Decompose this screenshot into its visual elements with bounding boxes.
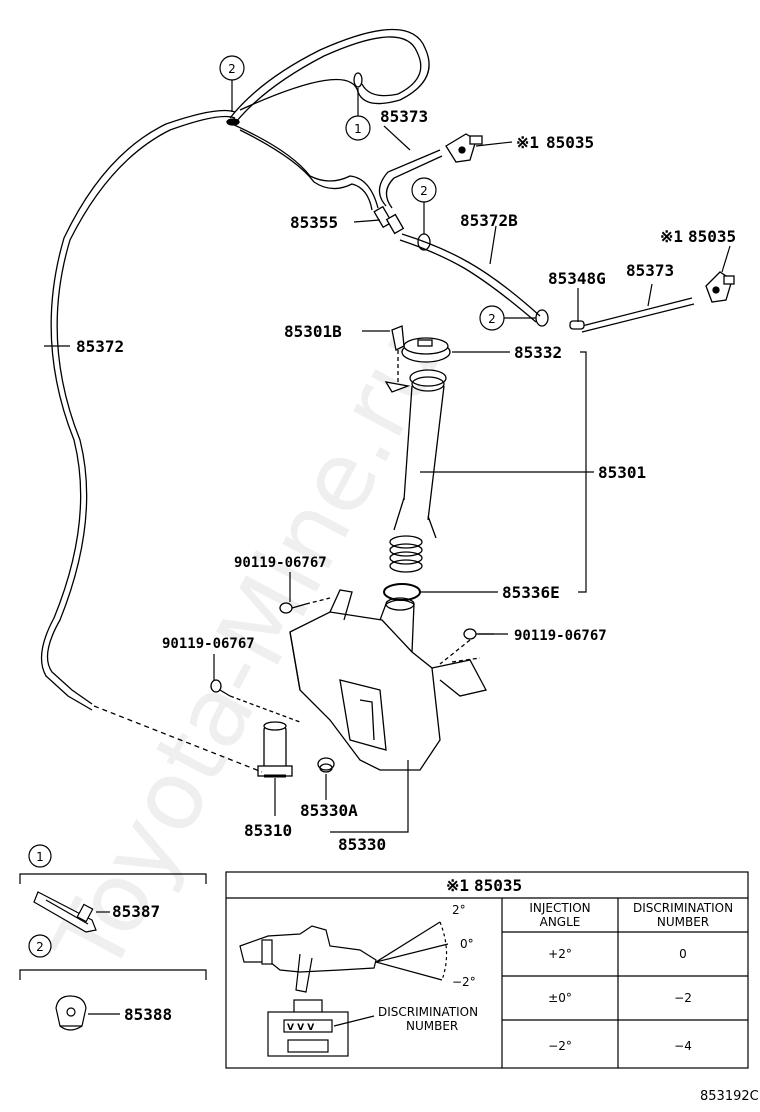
hose-85372B-inner [399,239,537,323]
mark-circle-2-top: 2 [219,55,245,81]
bolt-90119-a [279,597,331,614]
legend-part-85388: 85388 [124,1005,172,1024]
nozzle-85035-top [445,133,483,163]
joint-85348G [569,320,585,330]
clip-85388-icon [55,995,87,1031]
callout-85301: 85301 [598,463,646,482]
detail-title: 85035 [474,876,522,895]
hose-85372-inner [40,109,236,711]
tank-85330 [289,589,487,771]
legend-item-1: 1 85387 [19,844,207,933]
hose-85373-right [581,297,695,333]
col-discrimination-line2: NUMBER [657,915,709,929]
row-disc-3: −4 [674,1039,692,1053]
callout-85035-top: 85035 [546,133,594,152]
callout-85348G: 85348G [548,269,606,288]
svg-text:2: 2 [420,184,428,198]
hose-85373-top [378,149,441,207]
legend-item-2: 2 85388 [19,934,207,1031]
col-injection-angle-line2: ANGLE [540,915,581,929]
callout-85330: 85330 [338,835,386,854]
mark-circle-2-right: 2 [479,305,505,331]
spray-label-bottom: −2° [452,975,476,989]
callout-85035-right: 85035 [688,227,736,246]
callout-85373-top: 85373 [380,107,428,126]
clamp-2-right [535,309,549,327]
mark-circle-2-mid: 2 [411,177,437,203]
row-angle-2: ±0° [548,991,572,1005]
callout-85310: 85310 [244,821,292,840]
hose-85372 [46,115,236,705]
disc-label-line2: NUMBER [406,1019,458,1033]
callout-90119-a: 90119-06767 [234,555,327,571]
disc-marks: V V V [287,1023,314,1033]
callout-85372: 85372 [76,337,124,356]
pump-85310 [257,721,293,778]
legend-part-85387: 85387 [112,902,160,921]
callout-85355: 85355 [290,213,338,232]
grommet-85330A [317,757,335,773]
svg-text:2: 2 [228,62,236,76]
callout-85336E: 85336E [502,583,560,602]
detail-title-mark: ※1 [446,876,469,895]
disc-label-line1: DISCRIMINATION [378,1005,478,1019]
callout-85330A: 85330A [300,801,358,820]
callout-85301B: 85301B [284,322,342,341]
hose-to-pump-dash [93,705,263,773]
hose-to-joint-inner [239,129,373,211]
svg-text:2: 2 [36,940,44,954]
callout-90119-c: 90119-06767 [162,636,255,652]
figure-code: 853192C [700,1089,759,1104]
connector-detail [267,999,375,1057]
callout-90119-b: 90119-06767 [514,628,607,644]
bolt-90119-c [210,679,301,723]
row-disc-2: −2 [674,991,692,1005]
col-injection-angle-line1: INJECTION [529,901,590,915]
callout-85035-top-mark: ※1 [516,133,539,152]
nozzle-85035-right [705,271,735,303]
clamp-2-top [226,118,240,126]
cap-85332 [401,337,451,363]
col-discrimination-line1: DISCRIMINATION [633,901,733,915]
row-angle-1: +2° [548,947,572,961]
callout-85332: 85332 [514,343,562,362]
spray-label-top: 2° [452,903,466,917]
callout-85035-right-mark: ※1 [660,227,683,246]
row-angle-3: −2° [548,1039,572,1053]
spray-label-mid: 0° [460,937,474,951]
nozzle-spray-drawing [239,921,449,993]
hose-85373-top-inner [385,155,443,209]
row-disc-1: 0 [679,947,687,961]
svg-text:1: 1 [36,850,44,864]
svg-text:2: 2 [488,312,496,326]
joint-85355 [373,205,405,235]
clamp-1-top [353,72,363,88]
inlet-85301 [384,369,447,573]
clamp-85387-icon [33,891,97,933]
hose-loop-top-inner [235,36,422,123]
hose-loop-top [229,28,430,119]
mark-circle-1-top: 1 [345,115,371,141]
svg-text:1: 1 [354,122,362,136]
hose-to-joint [231,123,379,209]
hose-85372B [401,233,541,317]
callout-85372B: 85372B [460,211,518,230]
callout-85373-right: 85373 [626,261,674,280]
